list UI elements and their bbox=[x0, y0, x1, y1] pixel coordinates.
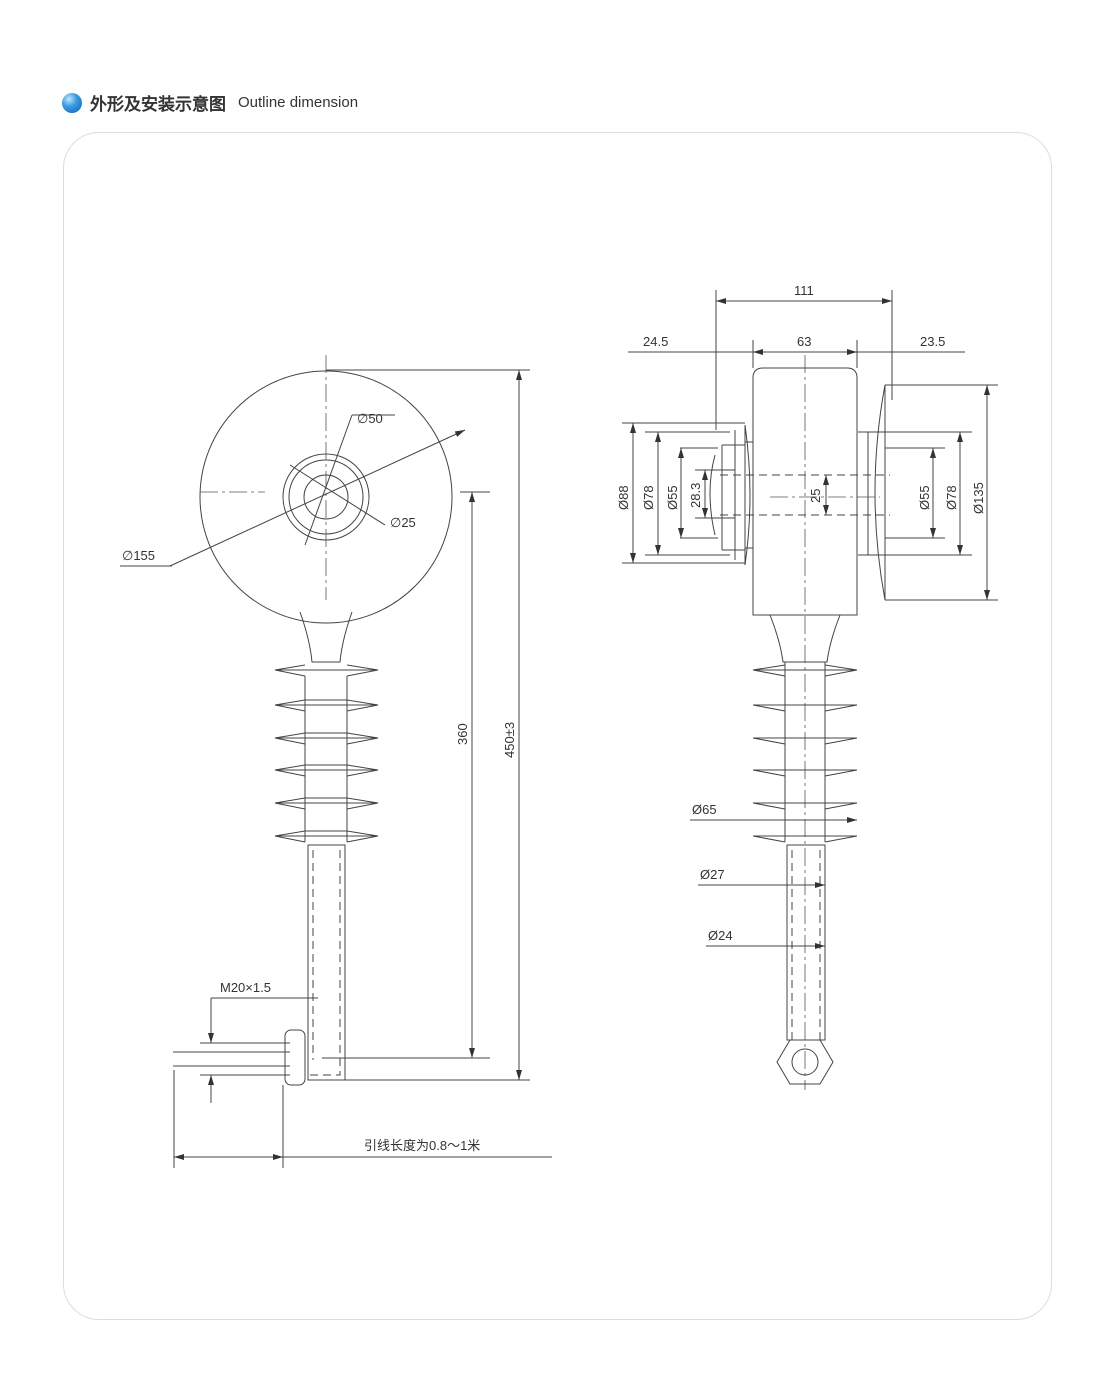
side-view: 111 24.5 63 23.5 Ø88 Ø78 Ø55 28.3 25 Ø55… bbox=[616, 283, 998, 1090]
dim-d88: Ø88 bbox=[616, 485, 631, 510]
dim-28-3: 28.3 bbox=[688, 483, 703, 508]
lead-length-note: 引线长度为0.8～1米 bbox=[364, 1138, 480, 1153]
dim-450: 450±3 bbox=[502, 722, 517, 758]
dim-d78-left: Ø78 bbox=[641, 485, 656, 510]
section-header: 外形及安装示意图 Outline dimension bbox=[62, 90, 358, 115]
dim-d55-right: Ø55 bbox=[917, 485, 932, 510]
drawing-frame bbox=[63, 132, 1052, 1320]
dim-d27: Ø27 bbox=[700, 867, 725, 882]
section-title-en: Outline dimension bbox=[238, 94, 359, 111]
rod bbox=[307, 844, 346, 1081]
body bbox=[752, 367, 858, 616]
blue-ball-bullet-icon bbox=[62, 92, 82, 113]
side-nut bbox=[776, 1039, 834, 1085]
dim-111: 111 bbox=[794, 283, 814, 298]
dim-d55-left: Ø55 bbox=[665, 485, 680, 510]
dim-24-5: 24.5 bbox=[643, 334, 668, 349]
dim-thread: M20×1.5 bbox=[220, 980, 271, 995]
dim-d24: Ø24 bbox=[708, 928, 733, 943]
nut bbox=[284, 1029, 306, 1086]
dim-d135: Ø135 bbox=[971, 482, 986, 514]
sheds bbox=[274, 664, 379, 843]
section-title-cn: 外形及安装示意图 bbox=[90, 95, 226, 114]
dim-360: 360 bbox=[455, 723, 470, 745]
side-sheds bbox=[752, 662, 858, 843]
dim-25: ∅25 bbox=[390, 515, 416, 530]
dim-23-5: 23.5 bbox=[920, 334, 945, 349]
side-rod bbox=[786, 844, 826, 1041]
dim-63: 63 bbox=[797, 334, 811, 349]
dim-25: 25 bbox=[808, 489, 823, 503]
dim-d65: Ø65 bbox=[692, 802, 717, 817]
dim-50: ∅50 bbox=[357, 411, 383, 426]
dim-d78-right: Ø78 bbox=[944, 485, 959, 510]
dim-155: ∅155 bbox=[122, 548, 155, 563]
front-view: 360 450±3 ∅155 ∅50 ∅25 M20×1.5 引线长度为0.8～… bbox=[120, 355, 552, 1168]
